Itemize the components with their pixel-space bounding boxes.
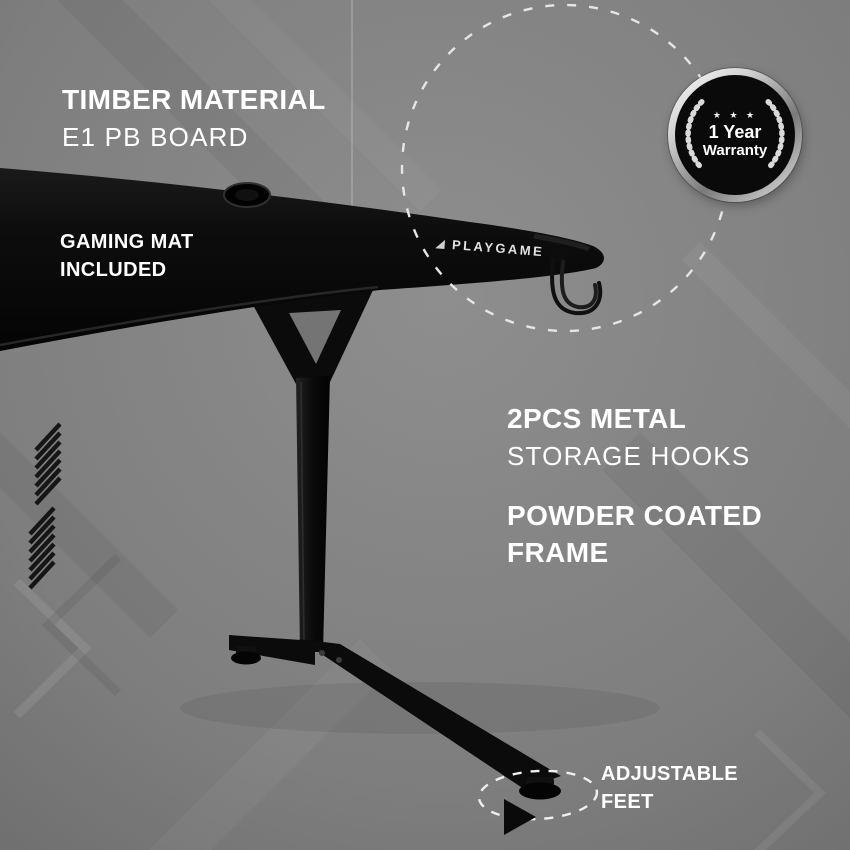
storage-hooks-title: 2PCS METAL	[507, 403, 687, 434]
frame-line2: FRAME	[507, 536, 609, 568]
gaming-mat-line2: INCLUDED	[60, 259, 167, 281]
frame-line1: POWDER COATED	[507, 500, 763, 531]
warranty-line2: Warranty	[702, 142, 768, 160]
gaming-mat-line1: GAMING MAT	[60, 231, 194, 253]
brand-logo-icon: ◢	[435, 237, 448, 251]
headphone-hook	[548, 254, 603, 316]
callout-storage-hooks: 2PCS METAL STORAGE HOOKS	[507, 403, 750, 472]
adjustable-feet-line1: ADJUSTABLE	[601, 763, 738, 785]
adjustable-feet-line2: FEET	[601, 791, 654, 813]
callout-gaming-mat: GAMING MAT INCLUDED	[60, 228, 194, 284]
adjustable-feet-annotation	[477, 769, 599, 835]
timber-material-title: TIMBER MATERIAL	[62, 84, 326, 115]
desk-leg-assembly	[229, 288, 561, 800]
warranty-line1: 1 Year	[708, 121, 762, 142]
hatch-marks	[28, 422, 62, 590]
warranty-badge-text: ★ ★ ★ 1 Year Warranty	[703, 110, 767, 161]
star-icons: ★ ★ ★	[712, 109, 758, 120]
callout-powder-coated-frame: POWDER COATED FRAME	[507, 498, 762, 572]
adjustable-foot-pad	[519, 782, 561, 800]
arrow-right-icon	[504, 799, 536, 835]
warranty-badge: ★ ★ ★ 1 Year Warranty	[668, 68, 802, 202]
timber-material-subtitle: E1 PB BOARD	[62, 122, 249, 153]
desk-top	[0, 168, 604, 351]
callout-timber-material: TIMBER MATERIAL E1 PB BOARD	[62, 84, 326, 153]
storage-hooks-subtitle: STORAGE HOOKS	[507, 441, 751, 472]
warranty-badge-core: ★ ★ ★ 1 Year Warranty	[675, 75, 795, 195]
laurel-wreath-icon	[685, 99, 785, 171]
callout-adjustable-feet: ADJUSTABLE FEET	[601, 760, 738, 816]
left-foot-pad	[231, 651, 261, 665]
foot-highlight-dashed-ellipse	[477, 769, 599, 821]
